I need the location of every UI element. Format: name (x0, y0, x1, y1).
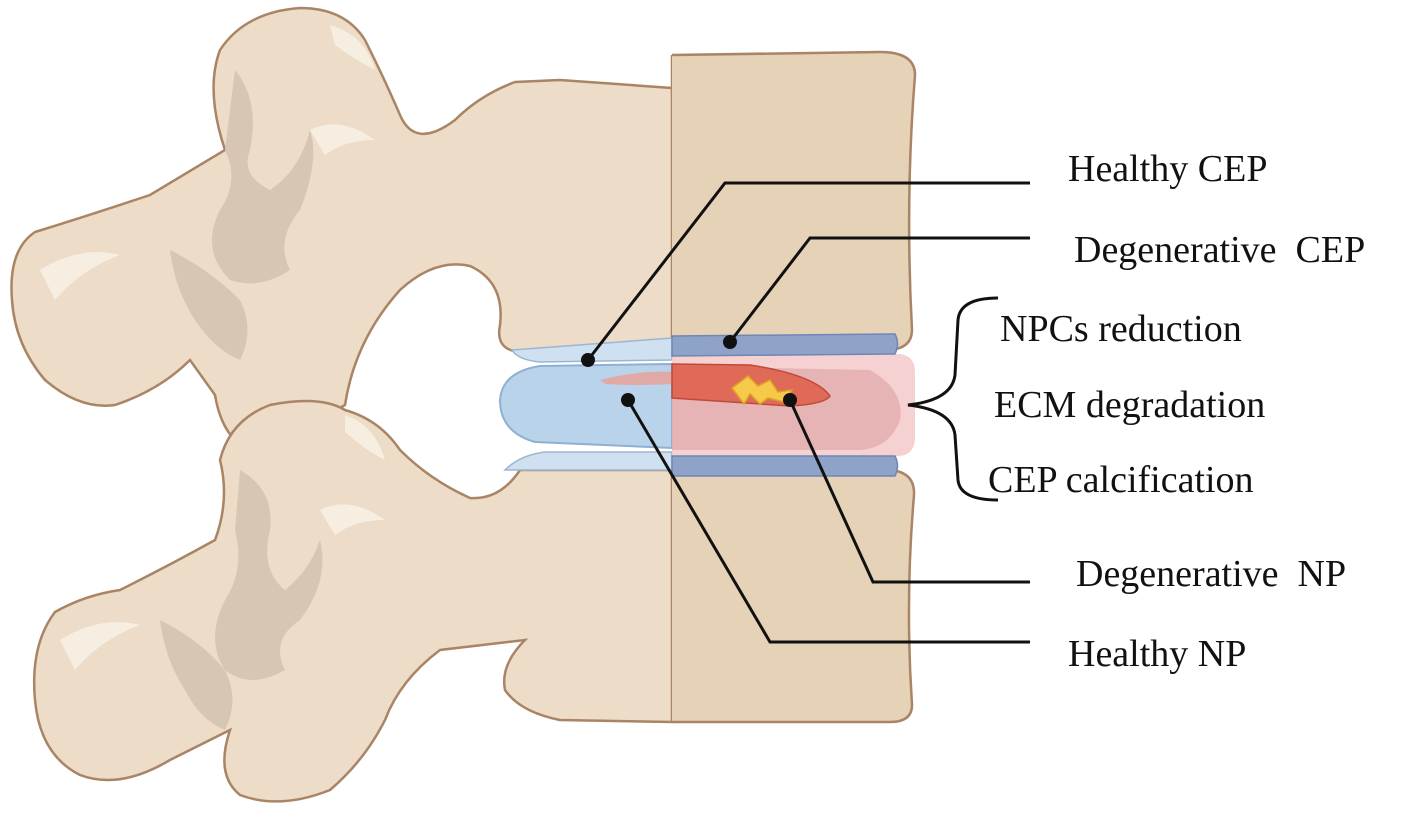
healthy-nucleus (600, 371, 672, 385)
label-degenerative-cep: Degenerative CEP (1074, 229, 1365, 271)
annotations (581, 181, 1030, 644)
dot-healthy-cep (581, 353, 595, 367)
upper-vertebra-posterior-elements (10, 6, 674, 442)
dot-healthy-np (621, 393, 635, 407)
dot-degenerative-np (783, 393, 797, 407)
lower-vertebral-body (672, 470, 915, 722)
upper-vertebral-body (672, 52, 915, 352)
lower-shadow-2 (160, 620, 233, 730)
label-npcs-reduction: NPCs reduction (1000, 308, 1242, 350)
upper-highlight-1 (330, 25, 375, 70)
leader-healthy-np (626, 399, 1030, 644)
leader-degenerative-np (788, 399, 1030, 584)
healthy-upper-endplate (510, 337, 673, 363)
lower-shadow-1 (215, 470, 323, 680)
lower-highlight-1 (345, 415, 385, 460)
lower-highlight-3 (320, 504, 385, 535)
upper-highlight-2 (40, 252, 120, 300)
label-healthy-cep: Healthy CEP (1068, 148, 1267, 190)
degenerative-upper-endplate (671, 333, 899, 357)
degenerative-lower-endplate (671, 455, 899, 477)
label-healthy-np: Healthy NP (1068, 633, 1246, 675)
curly-brace (907, 296, 999, 502)
upper-highlight-3 (310, 124, 375, 155)
lower-highlight-2 (60, 622, 140, 670)
label-ecm-degradation: ECM degradation (994, 384, 1265, 426)
upper-shadow-2 (170, 250, 248, 360)
upper-vertebra (10, 6, 917, 442)
labels: Healthy CEP Degenerative CEP NPCs reduct… (988, 148, 1365, 675)
leader-healthy-cep (586, 181, 1030, 361)
healthy-disc (498, 337, 673, 471)
dot-degenerative-cep (723, 335, 737, 349)
upper-shadow-1 (212, 70, 314, 284)
label-cep-calcification: CEP calcification (988, 459, 1254, 501)
healthy-annulus (498, 362, 673, 450)
lower-vertebra (32, 399, 916, 803)
healthy-lower-endplate (503, 451, 673, 471)
degenerative-disc (671, 333, 915, 477)
leader-degenerative-cep (728, 236, 1030, 343)
label-degenerative-np: Degenerative NP (1076, 553, 1346, 595)
